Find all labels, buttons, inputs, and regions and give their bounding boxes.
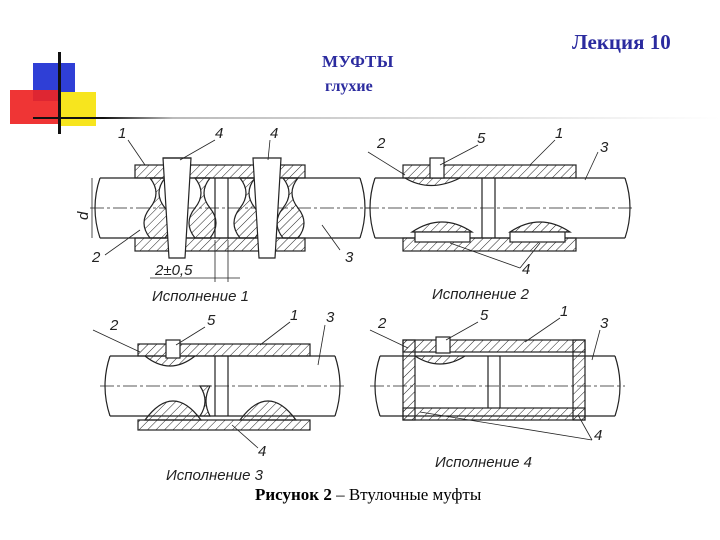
caption-figure-number: Рисунок 2	[255, 485, 332, 504]
v3-part-1: 1	[290, 307, 298, 324]
v1-dimension-d: d	[75, 211, 92, 220]
v1-part-2: 2	[91, 249, 101, 266]
slide-title: МУФТЫ	[322, 52, 394, 71]
v4-part-3: 3	[600, 315, 609, 332]
v2-part-1: 1	[555, 125, 563, 142]
v2-part-3: 3	[600, 139, 609, 156]
v1-label: Исполнение 1	[152, 288, 249, 305]
v4-part-1: 1	[560, 303, 568, 320]
v1-part-4a: 4	[215, 125, 223, 142]
variant-2-drawing	[365, 139, 635, 269]
v2-label: Исполнение 2	[432, 286, 530, 303]
v1-part-3: 3	[345, 249, 354, 266]
caption-text: – Втулочные муфты	[331, 485, 482, 504]
v3-label: Исполнение 3	[166, 467, 264, 484]
variant-4-drawing	[369, 317, 625, 441]
v2-part-5: 5	[477, 130, 486, 147]
decor-yellow-square	[58, 92, 96, 126]
variant-3-drawing	[92, 321, 345, 449]
v1-part-1: 1	[118, 125, 126, 142]
v4-part-5: 5	[480, 307, 489, 324]
v4-label: Исполнение 4	[435, 454, 532, 471]
slide-subtitle: глухие	[325, 78, 373, 95]
v4-part-2: 2	[377, 315, 387, 332]
header-divider	[33, 117, 720, 119]
v3-part-4: 4	[258, 443, 266, 460]
v3-part-5: 5	[207, 312, 216, 329]
v3-part-3: 3	[326, 309, 335, 326]
v1-dimension-gap: 2±0,5	[154, 262, 193, 279]
v1-part-4b: 4	[270, 125, 278, 142]
figure-caption: Рисунок 2 – Втулочные муфты	[255, 485, 481, 505]
v3-part-2: 2	[109, 317, 119, 334]
v2-part-4: 4	[522, 261, 530, 278]
decor-vertical-line	[58, 52, 61, 134]
v4-part-4: 4	[594, 427, 602, 444]
lecture-number: Лекция 10	[572, 30, 671, 54]
variant-1-drawing	[90, 139, 370, 282]
v2-part-2: 2	[376, 135, 386, 152]
